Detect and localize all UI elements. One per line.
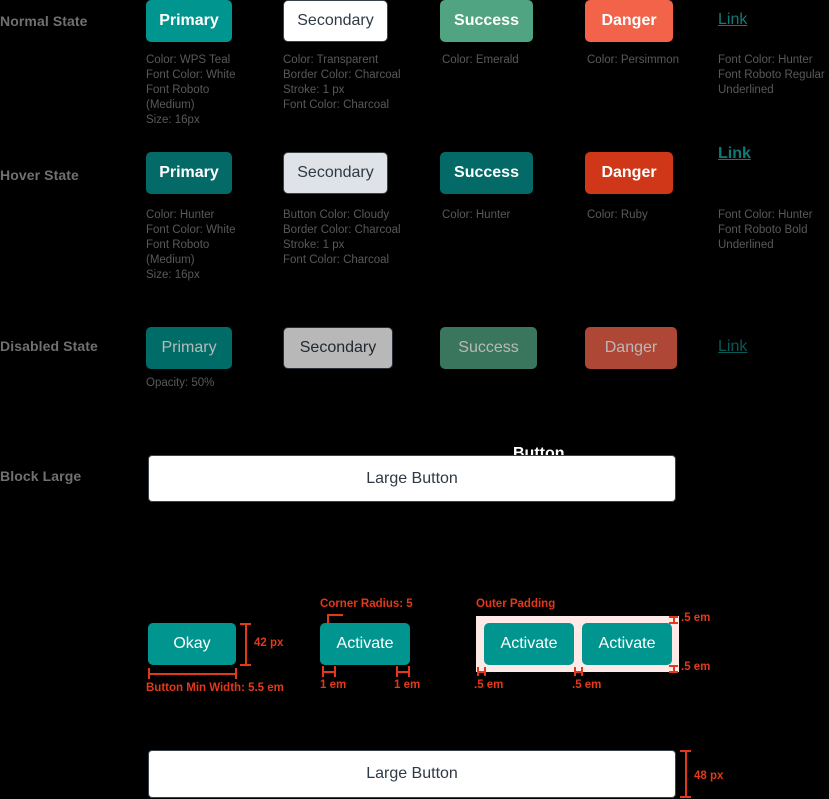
dimension-cap-right-min-width [235, 668, 237, 679]
spec-link-hover: Font Color: Hunter Font Roboto Bold Unde… [718, 209, 813, 251]
dimension-cap-top-42 [240, 623, 251, 625]
dimension-cap-pad-top-start [669, 616, 678, 618]
dimension-cap-pad-left-start [477, 667, 479, 676]
spec-primary-hover: Color: Hunter Font Color: White Font Rob… [146, 209, 236, 281]
dimension-cap-bottom-48 [680, 796, 691, 798]
button-activate-group-1[interactable]: Activate [484, 623, 574, 665]
button-success-disabled[interactable]: Success [440, 327, 537, 369]
spec-danger-normal: Color: Persimmon [587, 54, 680, 66]
button-activate-group-2[interactable]: Activate [582, 623, 672, 665]
button-danger-disabled[interactable]: Danger [585, 327, 677, 369]
button-primary-disabled[interactable]: Primary [146, 327, 232, 369]
dimension-cap-left-min-width [148, 668, 150, 679]
dimension-line-height-42 [245, 623, 247, 665]
spec-link-normal: Font Color: Hunter Font Roboto Regular U… [718, 54, 825, 96]
row-label-block-large: Block Large [0, 468, 82, 484]
spec-secondary-hover: Button Color: Cloudy Border Color: Charc… [283, 209, 401, 266]
dimension-cap-bottom-42 [240, 664, 251, 666]
spec-danger-hover: Color: Ruby [587, 209, 648, 221]
dimension-line-padding-right [396, 671, 409, 673]
spec-secondary-normal: Color: Transparent Border Color: Charcoa… [283, 54, 401, 111]
dimension-cap-pad-top-end [669, 622, 678, 624]
button-okay-measured[interactable]: Okay [148, 623, 236, 665]
button-block-large-bottom[interactable]: Large Button [148, 750, 676, 798]
button-danger-normal[interactable]: Danger [585, 0, 673, 42]
radius-leader-horizontal [327, 614, 343, 616]
annotation-pad-left-half-em: .5 em [474, 679, 504, 691]
button-secondary-disabled[interactable]: Secondary [283, 327, 393, 369]
dimension-cap-padding-left-end [334, 666, 336, 677]
button-success-normal[interactable]: Success [440, 0, 533, 42]
dimension-cap-pad-mid-end [581, 667, 583, 676]
row-label-hover-state: Hover State [0, 167, 79, 183]
row-label-disabled-state: Disabled State [0, 338, 98, 354]
button-primary-hover[interactable]: Primary [146, 152, 232, 194]
button-success-hover[interactable]: Success [440, 152, 533, 194]
button-secondary-hover[interactable]: Secondary [283, 152, 388, 194]
dimension-line-pad-left [477, 671, 485, 673]
link-normal[interactable]: Link [718, 11, 748, 28]
dimension-line-pad-bottom [673, 665, 675, 672]
annotation-outer-padding: Outer Padding [476, 598, 556, 610]
link-disabled[interactable]: Link [718, 338, 748, 355]
annotation-pad-bottom-half-em: .5 em [681, 661, 711, 673]
link-hover[interactable]: Link [718, 145, 751, 162]
annotation-padding-right-1em: 1 em [394, 679, 421, 691]
button-primary-normal[interactable]: Primary [146, 0, 232, 42]
button-danger-hover[interactable]: Danger [585, 152, 673, 194]
spec-success-normal: Color: Emerald [442, 54, 519, 66]
annotation-height-42: 42 px [254, 637, 284, 649]
button-block-large-top[interactable]: Large Button [148, 455, 676, 502]
button-secondary-normal[interactable]: Secondary [283, 0, 388, 42]
dimension-cap-pad-bottom-start [669, 665, 678, 667]
row-label-normal-state: Normal State [0, 13, 88, 29]
spec-primary-disabled: Opacity: 50% [146, 377, 215, 389]
dimension-line-pad-top [673, 616, 675, 623]
annotation-min-width: Button Min Width: 5.5 em [146, 682, 284, 694]
dimension-cap-padding-right-end [408, 666, 410, 677]
dimension-cap-top-48 [680, 750, 691, 752]
dimension-cap-padding-right-start [396, 666, 398, 677]
dimension-cap-pad-left-end [484, 667, 486, 676]
spec-primary-normal: Color: WPS Teal Font Color: White Font R… [146, 54, 236, 126]
dimension-cap-padding-left-start [322, 666, 324, 677]
radius-leader-vertical [327, 614, 329, 624]
dimension-cap-pad-mid-start [574, 667, 576, 676]
spec-success-hover: Color: Hunter [442, 209, 511, 221]
dimension-line-height-48 [685, 750, 687, 798]
dimension-line-min-width [148, 673, 236, 675]
annotation-padding-left-1em: 1 em [320, 679, 347, 691]
button-activate-radius[interactable]: Activate [320, 623, 410, 665]
dimension-line-padding-left [322, 671, 335, 673]
annotation-height-48: 48 px [694, 770, 724, 782]
annotation-pad-top-half-em: .5 em [681, 612, 711, 624]
dimension-line-pad-mid [574, 671, 582, 673]
annotation-corner-radius: Corner Radius: 5 [320, 598, 413, 610]
annotation-pad-mid-half-em: .5 em [572, 679, 602, 691]
dimension-cap-pad-bottom-end [669, 671, 678, 673]
